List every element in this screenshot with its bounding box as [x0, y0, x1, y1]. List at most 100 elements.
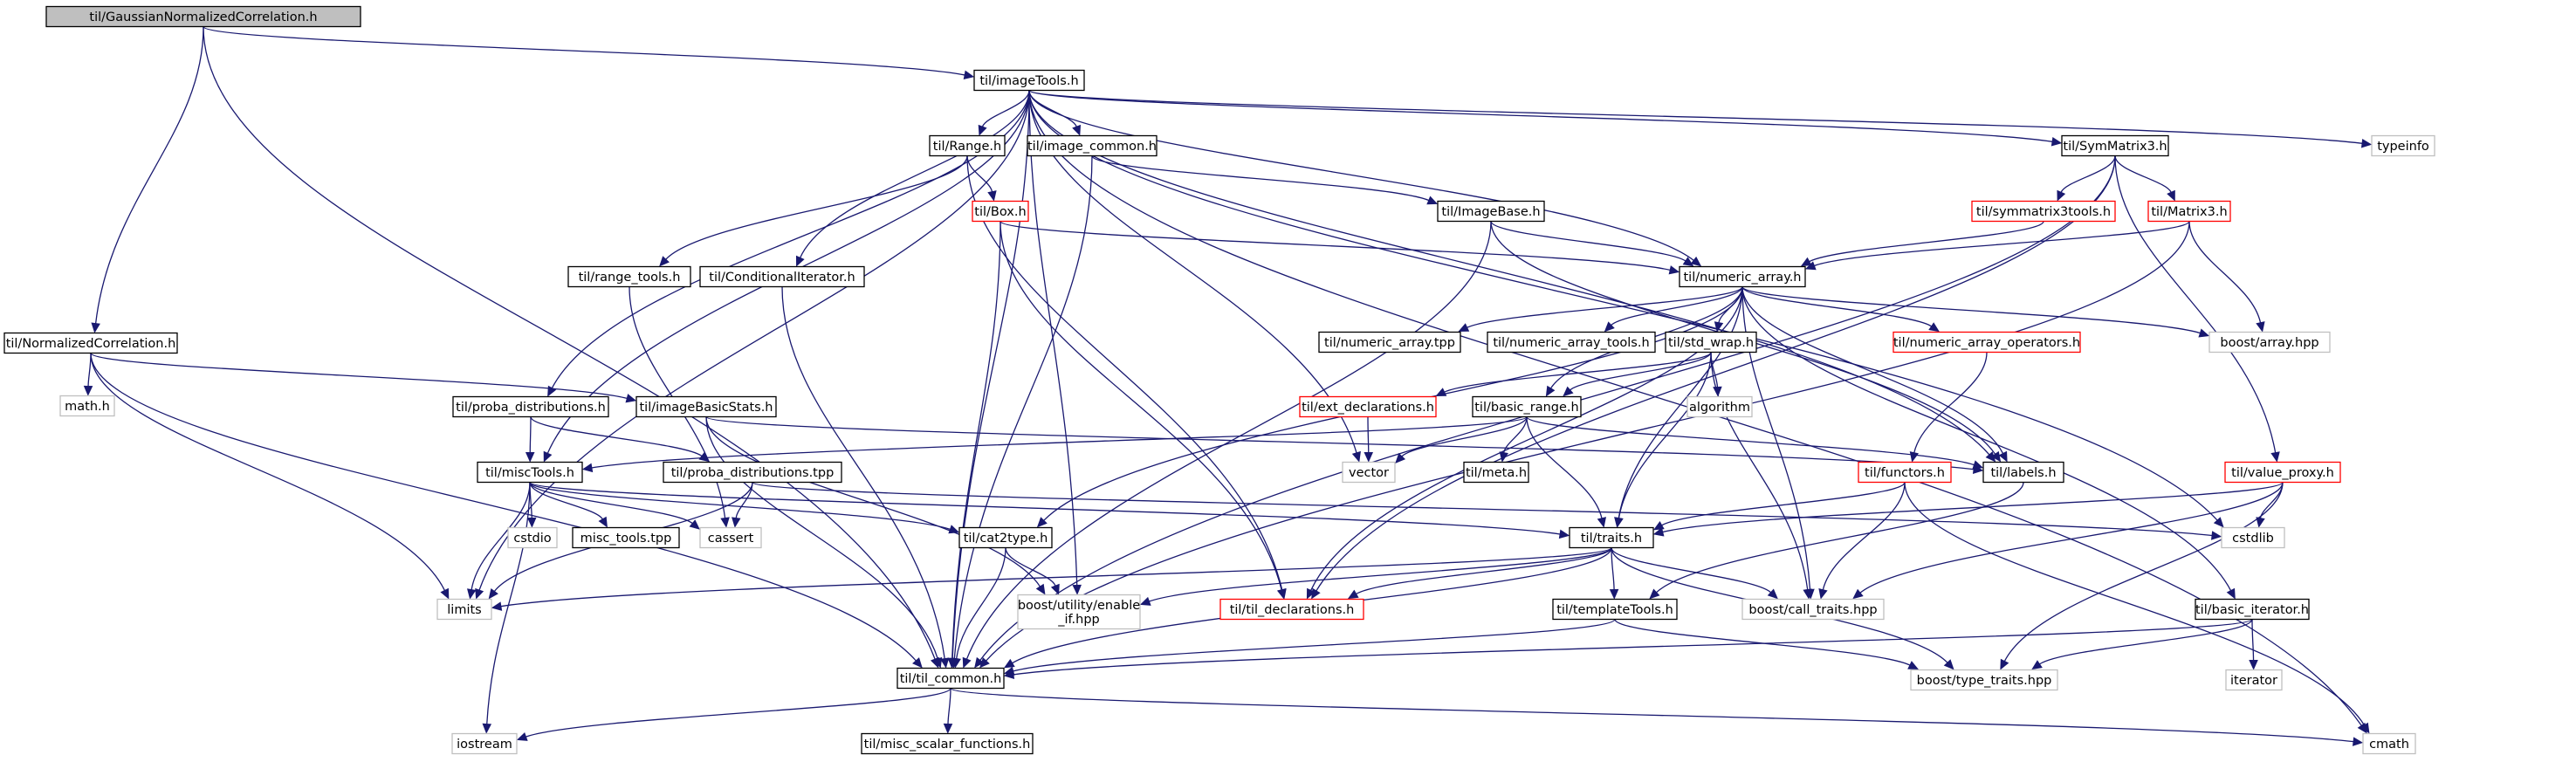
node-til-misc-scalar-functions-h[interactable]: til/misc_scalar_functions.h — [861, 732, 1034, 755]
node-label: cstdio — [513, 532, 551, 546]
node-label: til/numeric_array.h — [1683, 271, 1801, 285]
node-til-numeric-array-tools-h[interactable]: til/numeric_array_tools.h — [1487, 331, 1656, 354]
edge-numarray-to-boostarray — [1741, 285, 2210, 338]
node-label: cstdlib — [2232, 532, 2274, 546]
edge-gnc-to-imagetools — [203, 25, 975, 80]
node-limits[interactable]: limits — [436, 598, 492, 621]
edge-numops-to-functors — [1909, 352, 1988, 463]
node-til-normalizedcorrelation-h[interactable]: til/NormalizedCorrelation.h — [3, 332, 178, 354]
node-iterator[interactable]: iterator — [2225, 669, 2283, 691]
node-til-range-tools-h[interactable]: til/range_tools.h — [567, 265, 691, 288]
node-til-basic-range-h[interactable]: til/basic_range.h — [1472, 395, 1582, 418]
node-label: iostream — [457, 738, 512, 752]
node-til-til-declarations-h[interactable]: til/til_declarations.h — [1219, 598, 1364, 621]
edge-valueproxy-to-calltraits — [1852, 482, 2284, 600]
node-cassert[interactable]: cassert — [699, 526, 762, 549]
node-iostream[interactable]: iostream — [451, 732, 518, 755]
node-til-functors-h[interactable]: til/functors.h — [1858, 461, 1952, 484]
node-til-symmatrix3tools-h[interactable]: til/symmatrix3tools.h — [1971, 200, 2116, 223]
node-til-traits-h[interactable]: til/traits.h — [1569, 526, 1654, 549]
edge-misctools-to-limits — [467, 482, 531, 600]
node-til-image-common-h[interactable]: til/image_common.h — [1027, 134, 1157, 157]
node-label: til/image_common.h — [1027, 140, 1157, 154]
edge-basiciter-to-typetraits — [2031, 619, 2253, 670]
node-misc-tools-tpp[interactable]: misc_tools.tpp — [572, 526, 680, 549]
node-til-conditionaliterator-h[interactable]: til/ConditionalIterator.h — [699, 265, 865, 288]
node-box — [1027, 134, 1157, 157]
node-til-symmatrix3-h[interactable]: til/SymMatrix3.h — [2061, 134, 2169, 157]
node-til-numeric-array-tpp[interactable]: til/numeric_array.tpp — [1318, 331, 1461, 354]
edge-misctools-to-cassert — [529, 482, 700, 530]
edge-range-to-rangetools — [659, 155, 968, 267]
node-til-proba-distributions-tpp[interactable]: til/proba_distributions.tpp — [663, 461, 842, 484]
node-box — [2061, 134, 2169, 157]
node-til-range-h[interactable]: til/Range.h — [929, 134, 1006, 157]
node-boost-utility-enable-if-hpp[interactable]: boost/utility/enable_if.hpp — [1017, 594, 1141, 630]
node-til-imagebasicstats-h[interactable]: til/imageBasicStats.h — [635, 395, 777, 418]
node-til-meta-h[interactable]: til/meta.h — [1463, 461, 1529, 484]
edge-stdwrap-to-extdecl — [1435, 351, 1712, 397]
node-typeinfo[interactable]: typeinfo — [2371, 134, 2435, 157]
node-label: til/std_wrap.h — [1668, 336, 1754, 350]
node-til-ext-declarations-h[interactable]: til/ext_declarations.h — [1299, 395, 1437, 418]
edge-box-to-numarray — [999, 220, 1680, 275]
node-til-numeric-array-operators-h[interactable]: til/numeric_array_operators.h — [1893, 331, 2081, 354]
node-box — [1342, 461, 1396, 484]
node-boost-type-traits-hpp[interactable]: boost/type_traits.hpp — [1910, 669, 2058, 691]
node-algorithm[interactable]: algorithm — [1686, 395, 1753, 418]
node-cmath[interactable]: cmath — [2362, 732, 2416, 755]
edge-valueproxy-to-typetraits — [2000, 482, 2284, 670]
edge-stdwrap-to-calltraits — [1710, 352, 1812, 600]
node-box — [567, 265, 691, 288]
node-til-gaussiannormalizedcorrelation-h[interactable]: til/GaussianNormalizedCorrelation.h — [45, 5, 361, 28]
node-label: algorithm — [1689, 401, 1750, 415]
node-til-numeric-array-h[interactable]: til/numeric_array.h — [1679, 265, 1806, 288]
node-box — [1487, 331, 1656, 354]
node-til-proba-distributions-h[interactable]: til/proba_distributions.h — [452, 395, 609, 418]
node-label: til/meta.h — [1466, 466, 1527, 480]
node-cstdio[interactable]: cstdio — [507, 526, 558, 549]
node-label: til/numeric_array_tools.h — [1493, 336, 1649, 350]
node-til-matrix3-h[interactable]: til/Matrix3.h — [2147, 200, 2231, 223]
edge-box-to-tilcommon — [947, 221, 1001, 669]
node-label: typeinfo — [2377, 140, 2429, 154]
node-boost-call-traits-hpp[interactable]: boost/call_traits.hpp — [1741, 598, 1885, 621]
node-vector[interactable]: vector — [1342, 461, 1396, 484]
node-cstdlib[interactable]: cstdlib — [2221, 526, 2285, 549]
edge-range-to-box — [966, 155, 997, 202]
edge-numarray-to-labels — [1741, 286, 2008, 463]
node-boost-array-hpp[interactable]: boost/array.hpp — [2208, 331, 2331, 354]
node-math-h[interactable]: math.h — [59, 395, 115, 417]
edge-matrix3-to-numarray — [1804, 220, 2190, 271]
node-til-cat2type-h[interactable]: til/cat2type.h — [958, 526, 1053, 549]
edge-misctools-to-cat2type — [529, 481, 960, 534]
edge-basiciter-to-tilcommon — [1003, 618, 2253, 680]
node-til-til-common-h[interactable]: til/til_common.h — [896, 667, 1005, 690]
node-box — [451, 732, 518, 755]
node-box — [1219, 598, 1364, 621]
node-til-misctools-h[interactable]: til/miscTools.h — [477, 461, 583, 484]
node-til-templatetools-h[interactable]: til/templateTools.h — [1552, 598, 1678, 621]
node-box — [1858, 461, 1952, 484]
edge-imagetools-to-misctools — [543, 90, 1030, 463]
edge-extdecl-to-vector — [1364, 416, 1374, 463]
node-box — [3, 332, 178, 354]
node-label: til/ImageBase.h — [1441, 205, 1540, 219]
node-til-labels-h[interactable]: til/labels.h — [1982, 461, 2064, 484]
node-til-basic-iterator-h[interactable]: til/basic_iterator.h — [2195, 598, 2310, 621]
node-til-std-wrap-h[interactable]: til/std_wrap.h — [1665, 331, 1757, 354]
node-label: misc_tools.tpp — [580, 532, 672, 546]
node-box — [2208, 331, 2331, 354]
node-til-box-h[interactable]: til/Box.h — [972, 200, 1029, 223]
node-box — [973, 69, 1085, 92]
edge-numarray-to-numtools — [1604, 286, 1743, 333]
node-til-imagebase-h[interactable]: til/ImageBase.h — [1437, 200, 1545, 223]
node-label: til/basic_iterator.h — [2195, 603, 2309, 617]
node-box — [663, 461, 842, 484]
edge-tilcommon-to-cmath — [950, 687, 2364, 746]
edge-normcorr-to-tilcommon — [90, 353, 923, 669]
node-til-value-proxy-h[interactable]: til/value_proxy.h — [2224, 461, 2341, 484]
node-til-imagetools-h[interactable]: til/imageTools.h — [973, 69, 1085, 92]
node-box — [972, 200, 1029, 223]
node-box — [1463, 461, 1529, 484]
